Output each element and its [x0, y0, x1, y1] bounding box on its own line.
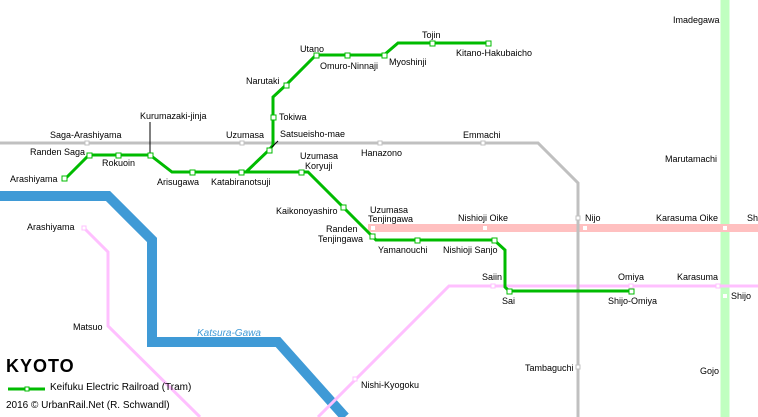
legend-station-marker: [24, 386, 30, 392]
station-marker[interactable]: [506, 288, 513, 295]
station-marker[interactable]: [84, 140, 90, 146]
station-label[interactable]: Randen: [326, 224, 358, 234]
station-label[interactable]: Uzumasa: [226, 130, 265, 140]
station-label[interactable]: Sai: [502, 296, 516, 306]
station-label[interactable]: Kitano-Hakubaicho: [456, 48, 533, 58]
station-label[interactable]: Karasuma: [677, 272, 719, 282]
station-marker[interactable]: [189, 169, 196, 176]
station-marker[interactable]: [480, 140, 486, 146]
station-marker[interactable]: [583, 226, 587, 230]
station-label[interactable]: Saiin: [482, 272, 503, 282]
station-label[interactable]: Utano: [300, 44, 325, 54]
station-marker[interactable]: [352, 376, 358, 382]
map-title: KYOTO: [6, 356, 75, 376]
station-label[interactable]: Nijo: [585, 213, 601, 223]
station-marker[interactable]: [371, 226, 375, 230]
katsura-river: [0, 191, 349, 417]
station-label[interactable]: Emmachi: [463, 130, 501, 140]
station-marker[interactable]: [266, 147, 273, 154]
station-label[interactable]: Sh: [747, 213, 758, 223]
station-marker[interactable]: [628, 288, 635, 295]
station-marker[interactable]: [115, 152, 122, 159]
station-marker[interactable]: [344, 52, 351, 59]
station-label[interactable]: Rokuoin: [102, 158, 136, 168]
station-marker[interactable]: [61, 175, 68, 182]
station-marker[interactable]: [490, 283, 496, 289]
station-label[interactable]: Myoshinji: [389, 57, 427, 67]
river-label: Katsura-Gawa: [197, 328, 261, 339]
station-label[interactable]: Yamanouchi: [378, 245, 428, 255]
station-marker[interactable]: [414, 237, 421, 244]
station-label[interactable]: Narutaki: [246, 76, 280, 86]
station-label[interactable]: Tambaguchi: [525, 363, 574, 373]
station-label[interactable]: Kurumazaki-jinja: [140, 111, 207, 121]
station-marker[interactable]: [381, 52, 388, 59]
station-label[interactable]: Nishioji Oike: [458, 213, 509, 223]
station-label[interactable]: Karasuma Oike: [656, 213, 719, 223]
station-marker[interactable]: [628, 283, 634, 289]
station-label[interactable]: Satsueisho-mae: [280, 129, 346, 139]
credit-text: 2016 © UrbanRail.Net (R. Schwandl): [6, 400, 170, 411]
station-marker[interactable]: [429, 40, 436, 47]
hankyu-arashiyama-line: [82, 226, 202, 417]
station-label[interactable]: Arashiyama: [27, 222, 75, 232]
station-label[interactable]: Shijo: [731, 291, 752, 301]
station-marker[interactable]: [340, 204, 347, 211]
station-label[interactable]: Shijo-Omiya: [608, 296, 658, 306]
station-label[interactable]: Nishioji Sanjo: [443, 245, 498, 255]
legend-label: Keifuku Electric Railroad (Tram): [50, 382, 192, 393]
station-label[interactable]: Uzumasa: [300, 151, 339, 161]
station-marker[interactable]: [270, 114, 277, 121]
station-marker[interactable]: [723, 294, 727, 298]
station-label[interactable]: Arisugawa: [157, 177, 200, 187]
station-label[interactable]: Koryuji: [305, 161, 333, 171]
station-label[interactable]: Uzumasa: [370, 205, 409, 215]
station-marker[interactable]: [575, 364, 581, 370]
station-label[interactable]: Tokiwa: [279, 112, 307, 122]
station-marker[interactable]: [298, 169, 305, 176]
station-label[interactable]: Tojin: [422, 30, 441, 40]
station-marker[interactable]: [483, 226, 487, 230]
station-label[interactable]: Omiya: [618, 272, 645, 282]
station-marker[interactable]: [81, 225, 87, 231]
station-marker[interactable]: [485, 40, 492, 47]
station-label[interactable]: Kaikonoyashiro: [276, 206, 338, 216]
station-label[interactable]: Gojo: [700, 366, 720, 376]
station-label[interactable]: Tenjingawa: [318, 234, 364, 244]
station-label[interactable]: Tenjingawa: [368, 214, 414, 224]
jr-sagano-line: [0, 141, 580, 417]
station-marker[interactable]: [715, 283, 721, 289]
station-label[interactable]: Hanazono: [361, 148, 403, 158]
station-marker[interactable]: [377, 140, 383, 146]
station-marker[interactable]: [723, 226, 727, 230]
station-label[interactable]: Nishi-Kyogoku: [361, 380, 420, 390]
station-marker[interactable]: [283, 82, 290, 89]
station-marker[interactable]: [147, 152, 154, 159]
station-label[interactable]: Randen Saga: [30, 147, 86, 157]
station-marker[interactable]: [313, 52, 320, 59]
station-label[interactable]: Omuro-Ninnaji: [320, 61, 379, 71]
station-marker[interactable]: [491, 237, 498, 244]
station-label[interactable]: Katabiranotsuji: [211, 177, 271, 187]
station-marker[interactable]: [86, 152, 93, 159]
station-marker[interactable]: [238, 169, 245, 176]
station-marker[interactable]: [369, 233, 376, 240]
station-label[interactable]: Arashiyama: [10, 174, 58, 184]
station-label[interactable]: Matsuo: [73, 322, 103, 332]
station-label[interactable]: Marutamachi: [665, 154, 718, 164]
station-marker[interactable]: [575, 215, 581, 221]
hankyu-kyoto-line: [316, 284, 758, 417]
station-marker[interactable]: [239, 140, 245, 146]
station-label[interactable]: Imadegawa: [673, 15, 720, 25]
station-label[interactable]: Saga-Arashiyama: [50, 130, 122, 140]
